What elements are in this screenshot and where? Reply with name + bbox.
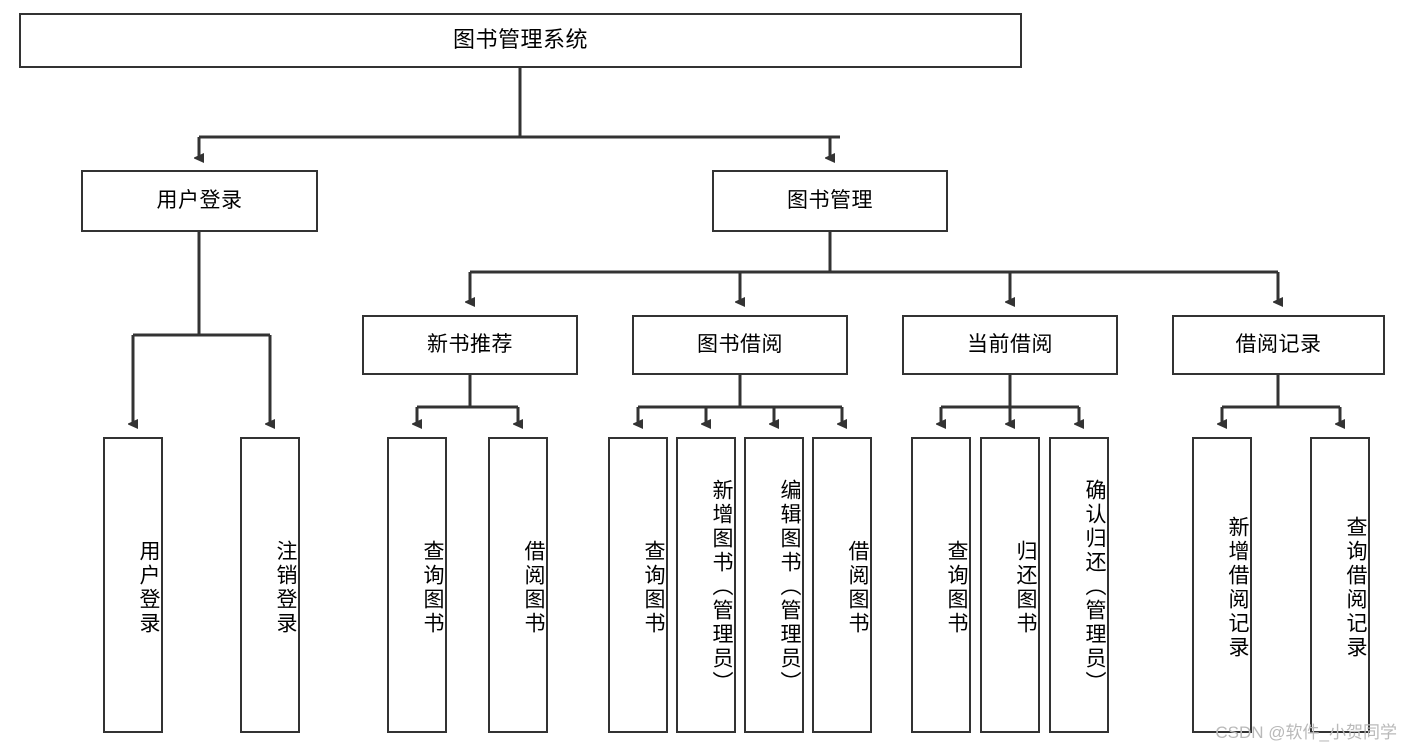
leaf-logout[interactable]: 注销登录 <box>240 437 300 733</box>
leaf-confirm-return-admin[interactable]: 确认归还（管理员） <box>1049 437 1109 733</box>
leaf-query-book-current[interactable]: 查询图书 <box>911 437 971 733</box>
node-root-system[interactable]: 图书管理系统 <box>19 13 1022 68</box>
leaf-return-book[interactable]: 归还图书 <box>980 437 1040 733</box>
node-book-management[interactable]: 图书管理 <box>712 170 948 232</box>
csdn-watermark: CSDN @软件_小贺同学 <box>1215 723 1397 742</box>
leaf-query-borrow-record[interactable]: 查询借阅记录 <box>1310 437 1370 733</box>
leaf-borrow-book[interactable]: 借阅图书 <box>812 437 872 733</box>
leaf-add-book-admin[interactable]: 新增图书（管理员） <box>676 437 736 733</box>
leaf-borrow-book-recommend[interactable]: 借阅图书 <box>488 437 548 733</box>
leaf-edit-book-admin[interactable]: 编辑图书（管理员） <box>744 437 804 733</box>
node-borrow-record[interactable]: 借阅记录 <box>1172 315 1385 375</box>
leaf-add-borrow-record[interactable]: 新增借阅记录 <box>1192 437 1252 733</box>
node-current-borrow[interactable]: 当前借阅 <box>902 315 1118 375</box>
leaf-query-book-borrow[interactable]: 查询图书 <box>608 437 668 733</box>
node-user-login[interactable]: 用户登录 <box>81 170 318 232</box>
leaf-query-book-recommend[interactable]: 查询图书 <box>387 437 447 733</box>
node-book-borrow[interactable]: 图书借阅 <box>632 315 848 375</box>
node-new-book-recommend[interactable]: 新书推荐 <box>362 315 578 375</box>
leaf-user-login[interactable]: 用户登录 <box>103 437 163 733</box>
